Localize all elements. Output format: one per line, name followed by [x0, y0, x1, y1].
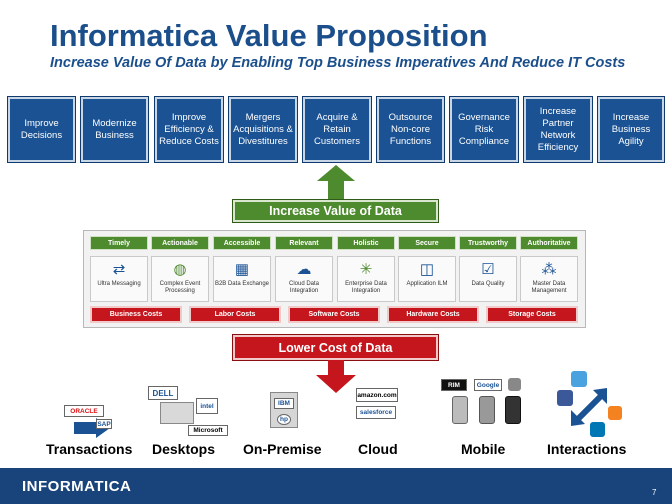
product-application-ilm: ◫ Application ILM	[398, 256, 456, 302]
product-name: Data Quality	[471, 281, 505, 287]
checkmark-icon: ☑	[481, 261, 495, 278]
source-cloud: Cloud	[358, 441, 398, 457]
product-enterprise-data-integration: ✳ Enterprise Data Integration	[337, 256, 395, 302]
informatica-logo: INFORMATICA	[22, 478, 132, 495]
phone-icon	[479, 396, 495, 424]
hp-logo: hp	[277, 414, 291, 425]
imperative-acquire-retain: Acquire & Retain Customers	[302, 96, 372, 163]
product-name: Master Data Management	[531, 281, 567, 294]
ibm-logo: IBM	[274, 398, 294, 409]
intel-logo: intel	[196, 398, 218, 414]
product-master-data-management: ⁂ Master Data Management	[520, 256, 578, 302]
cost-software: Software Costs	[288, 306, 380, 323]
down-arrow-icon	[316, 360, 356, 393]
imperative-improve-decisions: Improve Decisions	[7, 96, 76, 163]
source-interactions: Interactions	[547, 441, 627, 457]
product-complex-event-processing: ◍ Complex Event Processing	[151, 256, 209, 302]
apple-logo	[508, 378, 521, 391]
phone-icon	[452, 396, 468, 424]
cost-labor: Labor Costs	[189, 306, 281, 323]
imperative-outsource: Outsource Non-core Functions	[376, 96, 445, 163]
product-ultra-messaging: ⇄ Ultra Messaging	[90, 256, 148, 302]
footer-bar	[0, 468, 672, 504]
increase-value-banner: Increase Value of Data	[232, 199, 439, 223]
microsoft-logo: Microsoft	[188, 425, 228, 436]
product-cloud-data-integration: ☁ Cloud Data Integration	[275, 256, 333, 302]
product-b2b-data-exchange: ▦ B2B Data Exchange	[213, 256, 271, 302]
cost-hardware: Hardware Costs	[387, 306, 479, 323]
google-logo: Google	[474, 379, 502, 391]
mdm-network-icon: ⁂	[541, 261, 557, 278]
attribute-authoritative: Authoritative	[520, 236, 578, 250]
imperative-business-agility: Increase Business Agility	[597, 96, 665, 163]
smartphone-icon	[505, 396, 521, 424]
attribute-secure: Secure	[398, 236, 456, 250]
business-imperatives: Improve Decisions Modernize Business Imp…	[7, 96, 665, 163]
ilm-icon: ◫	[419, 261, 435, 278]
rss-icon	[608, 406, 622, 420]
b2b-building-icon: ▦	[234, 261, 250, 278]
source-transactions: Transactions	[46, 441, 133, 457]
source-desktops: Desktops	[152, 441, 216, 457]
attribute-relevant: Relevant	[275, 236, 333, 250]
product-name: Enterprise Data Integration	[345, 281, 387, 294]
attribute-holistic: Holistic	[337, 236, 395, 250]
product-name: Cloud Data Integration	[288, 281, 320, 294]
integration-star-icon: ✳	[359, 261, 373, 278]
cloud-icon: ☁	[296, 261, 312, 278]
product-data-quality: ☑ Data Quality	[459, 256, 517, 302]
product-name: Ultra Messaging	[97, 281, 141, 287]
attribute-trustworthy: Trustworthy	[459, 236, 517, 250]
cost-business: Business Costs	[90, 306, 182, 323]
desktop-computer-icon	[160, 402, 194, 424]
source-on-premise: On-Premise	[243, 441, 322, 457]
page-subtitle: Increase Value Of Data by Enabling Top B…	[50, 55, 626, 71]
rim-logo: RIM	[441, 379, 467, 391]
attribute-timely: Timely	[90, 236, 148, 250]
interactions-arrows-icon	[571, 388, 608, 426]
imperative-governance: Governance Risk Compliance	[449, 96, 519, 163]
sap-logo: SAP	[96, 419, 112, 429]
imperative-modernize-business: Modernize Business	[80, 96, 149, 163]
amazon-logo: amazon.com	[356, 388, 398, 402]
facebook-icon	[557, 390, 573, 406]
source-mobile: Mobile	[461, 441, 506, 457]
salesforce-logo: salesforce	[356, 406, 396, 419]
event-globe-icon: ◍	[173, 261, 187, 278]
twitter-icon	[571, 371, 587, 387]
messaging-icon: ⇄	[112, 261, 126, 278]
imperative-improve-efficiency: Improve Efficiency & Reduce Costs	[154, 96, 224, 163]
page-number: 7	[652, 488, 657, 497]
dell-logo: DELL	[148, 386, 178, 400]
lower-cost-banner: Lower Cost of Data	[232, 334, 439, 361]
imperative-mergers-acquisitions: Mergers Acquisitions & Divestitures	[228, 96, 298, 163]
product-name: Complex Event Processing	[159, 281, 201, 294]
product-name: B2B Data Exchange	[214, 281, 270, 287]
cost-storage: Storage Costs	[486, 306, 578, 323]
oracle-logo: ORACLE	[64, 405, 104, 417]
imperative-partner-network: Increase Partner Network Efficiency	[523, 96, 593, 163]
product-name: Application ILM	[406, 281, 448, 287]
attribute-accessible: Accessible	[213, 236, 271, 250]
page-title: Informatica Value Proposition	[50, 18, 488, 53]
attribute-actionable: Actionable	[151, 236, 209, 250]
linkedin-icon	[590, 422, 605, 437]
up-arrow-icon	[317, 165, 355, 200]
